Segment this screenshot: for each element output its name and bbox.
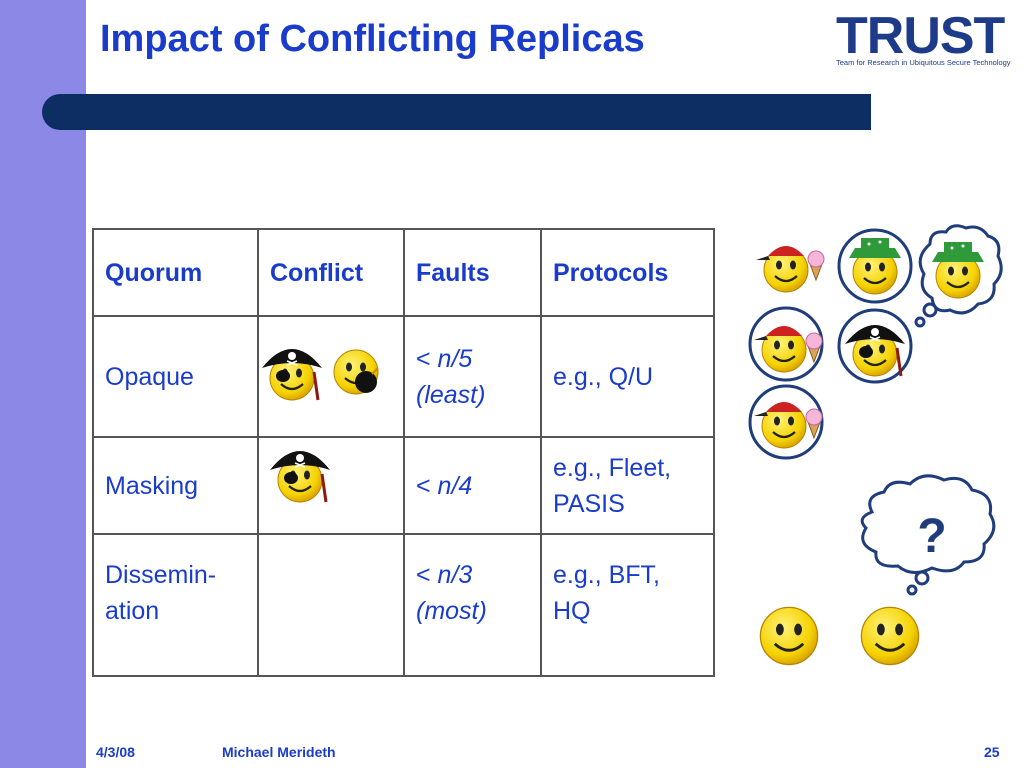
client-group-illustration: ?: [758, 474, 996, 667]
header-conflict: Conflict: [257, 228, 405, 317]
quorum-cell: Opaque: [92, 315, 259, 438]
title-rule: [42, 94, 871, 130]
pirate-smiley-icon: [262, 349, 322, 400]
header-faults: Faults: [403, 228, 542, 317]
quorum-cell: Masking: [92, 436, 259, 535]
footer-author: Michael Merideth: [222, 744, 336, 760]
trust-logo: TRUST Team for Research in Ubiquitous Se…: [832, 8, 1012, 70]
faults-cell: < n/4: [403, 436, 542, 535]
table-header-row: Quorum Conflict Faults Protocols: [92, 228, 715, 317]
quorum-cell: Dissemin- ation: [92, 533, 259, 677]
protocols-cell: e.g., BFT, HQ: [540, 533, 715, 677]
smiley-client-icon: [758, 605, 820, 667]
quorum-table: Quorum Conflict Faults Protocols Opaque …: [92, 228, 715, 677]
pirate-smiley-icon: [270, 451, 330, 502]
footer-page-number: 25: [984, 744, 1000, 760]
protocols-cell: e.g., Q/U: [540, 315, 715, 438]
protocols-cell: e.g., Fleet, PASIS: [540, 436, 715, 535]
table-row: Dissemin- ation < n/3 (most) e.g., BFT, …: [92, 533, 715, 677]
footer-date: 4/3/08: [96, 744, 135, 760]
replica-group-illustration: [748, 224, 1003, 460]
faults-cell: < n/5 (least): [403, 315, 542, 438]
logo-tagline: Team for Research in Ubiquitous Secure T…: [836, 58, 1011, 67]
question-mark: ?: [917, 510, 946, 563]
faults-cell: < n/3 (most): [403, 533, 542, 677]
conflict-cell: [257, 533, 405, 677]
icecream-smiley-icon: [756, 246, 825, 294]
slide-title: Impact of Conflicting Replicas: [100, 18, 645, 60]
smiley-client-icon: [859, 605, 921, 667]
header-quorum: Quorum: [92, 228, 259, 317]
table-row: Masking < n/4 e.g., Fleet, PASIS: [92, 436, 715, 535]
header-protocols: Protocols: [540, 228, 715, 317]
bomb-smiley-icon: [332, 348, 380, 396]
logo-word: TRUST: [836, 7, 1005, 65]
